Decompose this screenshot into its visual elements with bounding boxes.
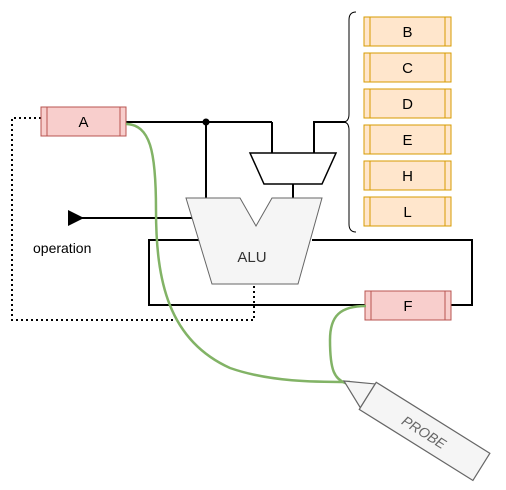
register-l-label: L <box>403 204 411 221</box>
register-f-label: F <box>403 298 412 315</box>
probe-wire-from-f <box>328 304 367 386</box>
register-a: A <box>40 106 127 137</box>
register-e-label: E <box>402 132 412 149</box>
alu-shape <box>185 197 323 285</box>
bus-bank-to-mux <box>313 121 346 153</box>
operation-label: operation <box>33 240 91 256</box>
probe-wire-from-a <box>125 122 351 384</box>
register-bank-brace <box>342 11 357 233</box>
register-a-label: A <box>78 114 88 131</box>
probe-body <box>358 381 491 482</box>
register-e: E <box>363 124 452 155</box>
register-l: L <box>363 196 452 227</box>
alu-label: ALU <box>237 249 266 266</box>
register-c: C <box>363 52 452 83</box>
register-b-label: B <box>402 24 412 41</box>
register-b: B <box>363 16 452 47</box>
register-c-label: C <box>402 60 413 77</box>
bus-junction-dot <box>202 118 210 126</box>
register-d: D <box>363 88 452 119</box>
bus-f-return <box>312 239 473 306</box>
dotted-feedback-line <box>11 117 255 321</box>
register-h: H <box>363 160 452 191</box>
register-h-label: H <box>402 168 413 185</box>
register-bank: B C D E H L <box>363 16 452 227</box>
operation-arrow-icon <box>68 210 84 226</box>
bus-lines <box>74 121 473 306</box>
multiplexer <box>248 152 338 185</box>
register-d-label: D <box>402 96 413 113</box>
register-f: F <box>364 290 452 321</box>
probe: PROBE <box>342 380 491 482</box>
bus-alu-to-f-loop <box>148 239 365 306</box>
